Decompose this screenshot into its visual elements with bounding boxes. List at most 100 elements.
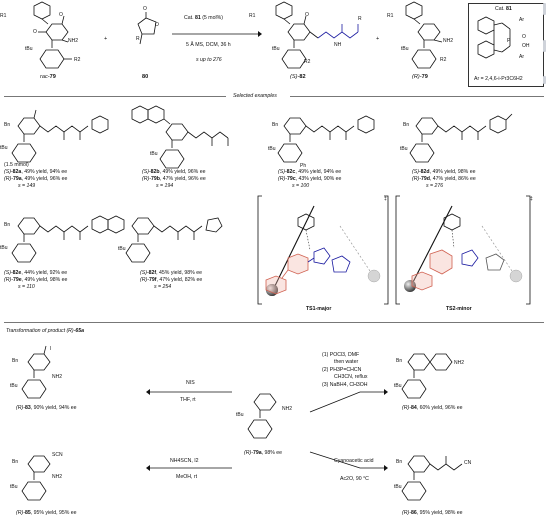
example-s-value: s = 110 — [18, 284, 35, 290]
tbu-label: tBu — [25, 46, 33, 52]
r1-label: R1 — [249, 13, 256, 19]
tbu-label: tBu — [401, 46, 409, 52]
structure-example-82d — [409, 113, 513, 163]
tbu-label: tBu — [400, 146, 408, 152]
example-line1: (S)-82e, 44% yield, 92% ee — [4, 270, 68, 276]
structure-r-84 — [401, 353, 453, 399]
atom-o: O — [33, 29, 37, 35]
r2-label: R2 — [304, 59, 311, 65]
atom-cn: CN — [464, 460, 472, 466]
example-line1: (S)-82d, 49% yield, 98% ee — [412, 169, 476, 175]
structure-example-82b — [131, 105, 229, 169]
atom-nh2: NH2 — [52, 474, 63, 480]
reagent-step1: (1) POCl3, DMF — [322, 352, 360, 358]
plus-sign: + — [376, 36, 380, 42]
tbu-label: tBu — [150, 151, 158, 157]
atom-nh2: NH2 — [52, 374, 63, 380]
r2-label: R2 — [74, 57, 81, 63]
compound-s-82: (S)-82 — [290, 74, 306, 80]
divider-transform — [4, 322, 544, 323]
reagent-step2: (2) PH3P=CHCN — [322, 367, 362, 373]
ts1-major-model — [257, 195, 389, 305]
bn-label: Bn — [396, 358, 403, 364]
ts2-minor-model — [395, 195, 531, 305]
structure-80 — [137, 12, 157, 45]
r-label: R — [136, 36, 140, 42]
cond-scn: MeOH, rt — [176, 474, 198, 480]
compound-r-83: (R)-83, 90% yield, 94% ee — [16, 405, 77, 411]
atom-p: P — [507, 38, 511, 44]
example-line2: (R)-79f, 47% yield, 82% ee — [140, 277, 203, 283]
ph-label: Ph — [300, 163, 307, 169]
tbu-label: tBu — [10, 484, 18, 490]
box-marker — [543, 40, 546, 52]
example-s-value: s = 194 — [156, 183, 174, 189]
tbu-label: tBu — [236, 412, 244, 418]
bn-label: Bn — [4, 222, 11, 228]
reagent-step3: (3) NaBH4, CH3OH — [322, 382, 368, 388]
dagger-mark: ‡ — [384, 196, 387, 202]
tbu-label: tBu — [394, 484, 402, 490]
example-line2: (R)-79b, 47% yield, 96% ee — [142, 176, 206, 182]
atom-nh2: NH2 — [282, 406, 293, 412]
compound-r-86: (R)-86, 95% yield, 98% ee — [402, 510, 463, 516]
r-label: R — [358, 16, 362, 22]
atom-nh2: NH2 — [454, 360, 465, 366]
structure-example-82a — [11, 109, 109, 163]
example-line1: (S)-82c, 49% yield, 94% ee — [278, 169, 342, 175]
atom-o: O — [143, 6, 147, 12]
atom-nh2: NH2 — [68, 38, 79, 44]
box-marker — [543, 3, 546, 15]
atom-o: O — [155, 22, 159, 28]
structure-rac-79 — [33, 1, 72, 69]
example-s-value: s = 100 — [292, 183, 310, 189]
cond-cyano: Ac2O, 90 °C — [340, 476, 369, 482]
condition-3: s up to 276 — [196, 57, 222, 63]
divider-left — [4, 96, 226, 97]
atom-o: O — [59, 12, 63, 18]
compound-80: 80 — [142, 74, 149, 80]
atom-scn: SCN — [52, 452, 63, 458]
compound-r-85: (R)-85, 95% yield, 95% ee — [16, 510, 77, 516]
atom-o: O — [305, 12, 309, 18]
transform-arrows — [146, 389, 388, 471]
plus-sign: + — [104, 36, 108, 42]
tbu-label: tBu — [272, 46, 280, 52]
bn-label: Bn — [272, 122, 279, 128]
example-line2: (R)-79d, 47% yield, 86% ee — [412, 176, 476, 182]
cond-nis: THF, rt — [180, 397, 196, 403]
bn-label: Bn — [12, 459, 19, 465]
example-note-82a: (1.5 mmol) — [4, 162, 29, 168]
transform-title: Transformation of product (R)-65a — [6, 328, 85, 334]
example-s-value: s = 276 — [426, 183, 444, 189]
example-line2: (R)-79e, 49% yield, 98% ee — [4, 277, 68, 283]
structure-r-85 — [21, 455, 51, 501]
structure-r-79a — [247, 393, 277, 439]
atom-nh: NH — [334, 42, 342, 48]
box-marker — [543, 76, 546, 84]
atom-ar: Ar — [519, 54, 524, 60]
structure-example-82e — [11, 215, 125, 263]
structure-example-82c — [277, 115, 375, 163]
example-line2: (R)-79a, 49% yield, 96% ee — [4, 176, 68, 182]
reaction-arrow — [172, 31, 262, 37]
structure-s-82 — [275, 1, 359, 69]
ts1-label: TS1-major — [306, 306, 332, 312]
structure-r-83 — [21, 345, 51, 399]
structure-r-79 — [405, 1, 443, 69]
condition-2: 5 Å MS, DCM, 36 h — [186, 42, 231, 48]
tbu-label: tBu — [0, 245, 8, 251]
compound-r-79: (R)-79 — [412, 74, 428, 80]
example-s-value: s = 254 — [154, 284, 172, 290]
structure-r-86 — [401, 455, 463, 501]
bn-label: Bn — [396, 459, 403, 465]
atom-ar: Ar — [519, 17, 524, 23]
structure-example-82f — [125, 217, 223, 263]
reagent-step1b: then water — [334, 359, 359, 365]
example-line2: (R)-79c, 43% yield, 90% ee — [278, 176, 342, 182]
structure-catalyst-81 — [477, 16, 511, 59]
tbu-label: tBu — [268, 146, 276, 152]
tbu-label: tBu — [394, 383, 402, 389]
divider-right — [290, 96, 544, 97]
catalyst-condition: Cat. 81 (5 mol%) — [184, 15, 223, 21]
